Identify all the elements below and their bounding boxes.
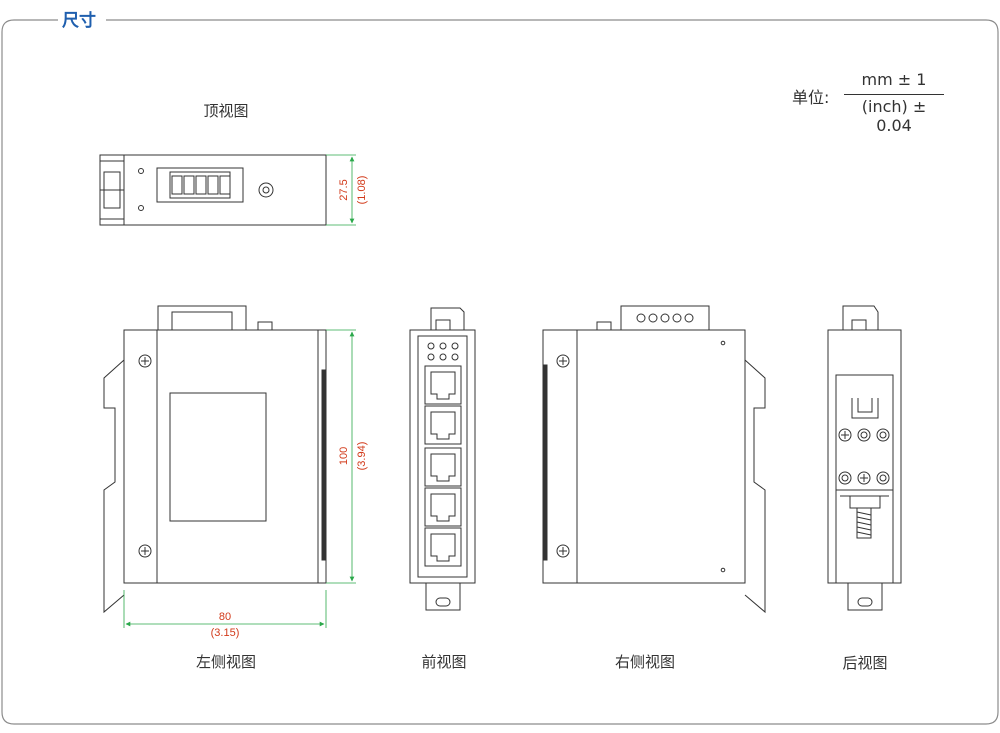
section-title: 尺寸 bbox=[58, 6, 100, 31]
depth-mm-label: 27.5 bbox=[338, 179, 350, 200]
units-label: 单位: bbox=[792, 88, 830, 107]
width-mm-label: 80 bbox=[219, 611, 231, 623]
top-view-caption: 顶视图 bbox=[203, 102, 249, 120]
width-dimension: 80 (3.15) bbox=[123, 590, 327, 639]
terminal-block-pins bbox=[171, 175, 231, 195]
units-fraction-bar bbox=[844, 94, 944, 95]
height-mm-label: 100 bbox=[338, 447, 350, 465]
height-dimension: 100 (3.94) bbox=[326, 329, 368, 584]
left-view-caption: 左侧视图 bbox=[195, 653, 256, 671]
width-in-label: (3.15) bbox=[211, 627, 240, 639]
right-side-view-drawing bbox=[542, 305, 766, 614]
units-legend: 单位: mm ± 1 (inch) ± 0.04 bbox=[792, 70, 952, 135]
depth-in-label: (1.08) bbox=[356, 176, 368, 205]
units-numerator: mm ± 1 bbox=[861, 70, 927, 89]
depth-dimension: 27.5 (1.08) bbox=[326, 154, 368, 226]
back-view-caption: 后视图 bbox=[842, 654, 888, 672]
right-view-caption: 右侧视图 bbox=[614, 653, 675, 671]
front-view-caption: 前视图 bbox=[421, 653, 467, 671]
top-view-drawing bbox=[99, 154, 327, 226]
units-denominator: (inch) ± 0.04 bbox=[861, 97, 927, 135]
rj45-ports bbox=[424, 365, 462, 567]
back-view-drawing bbox=[827, 305, 902, 611]
height-in-label: (3.94) bbox=[356, 442, 368, 471]
front-view-drawing bbox=[409, 307, 476, 611]
left-side-view-drawing bbox=[103, 305, 327, 614]
